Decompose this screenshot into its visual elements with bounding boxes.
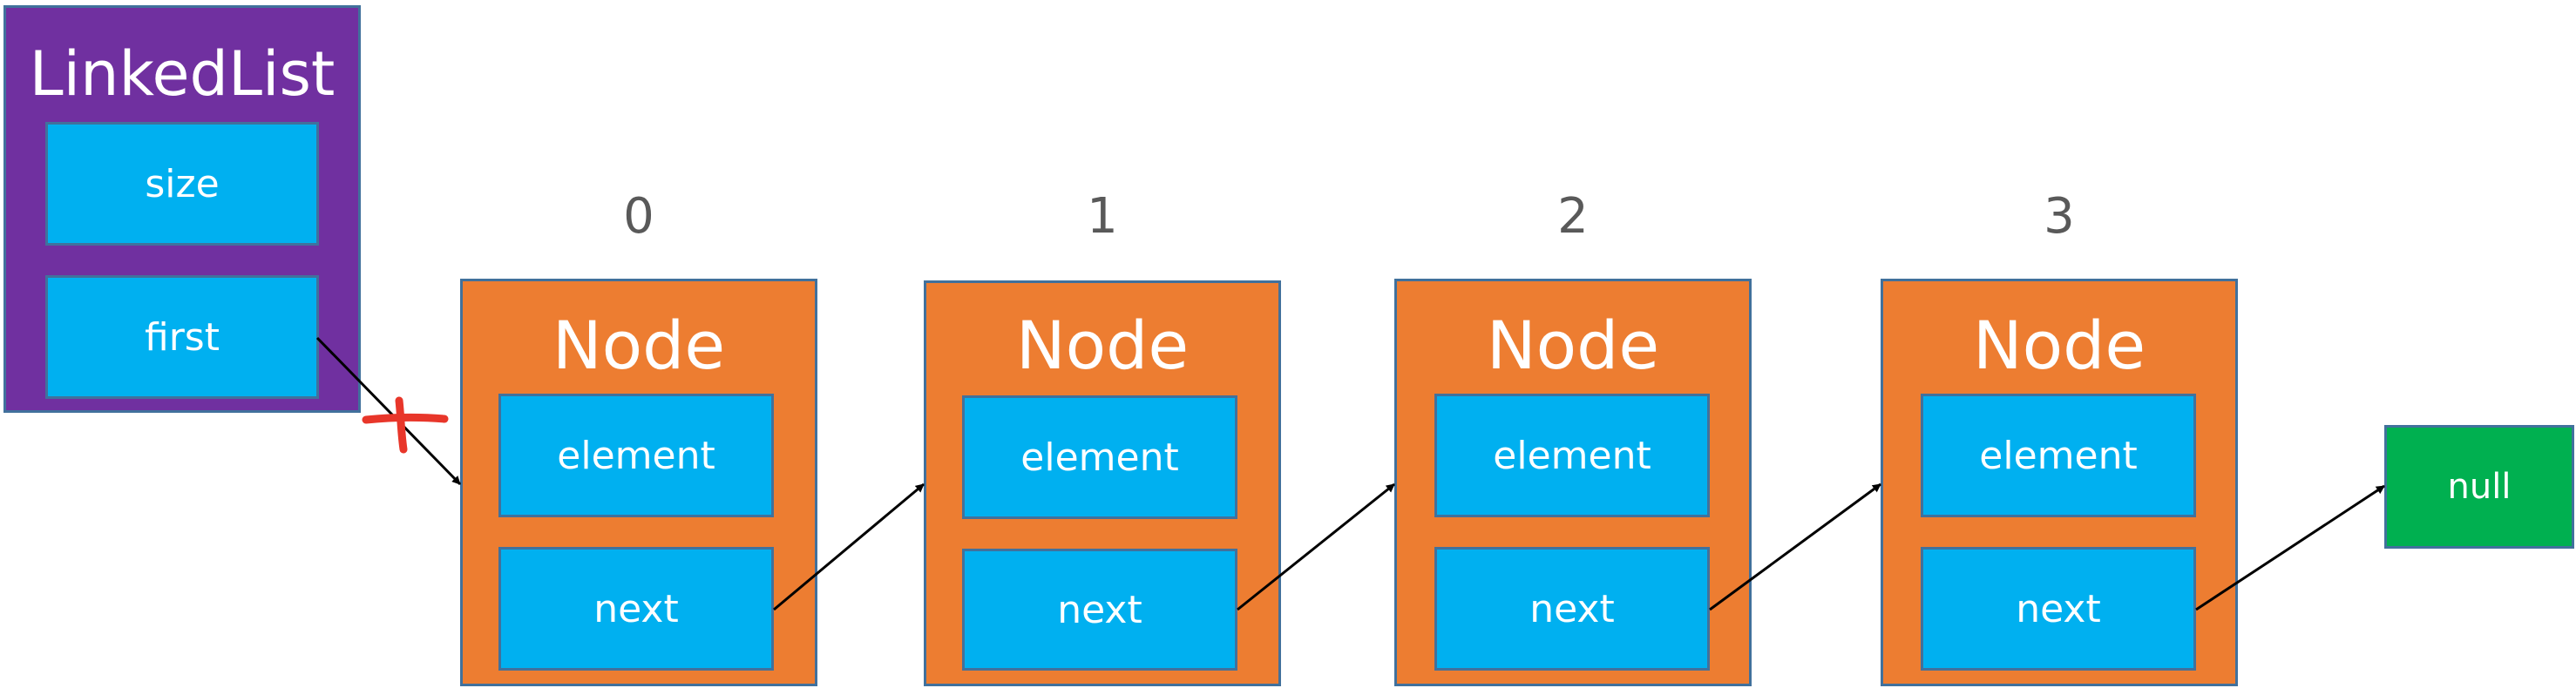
- node-3-index: 3: [2044, 188, 2075, 245]
- node-3-element-field: element: [1921, 394, 2196, 517]
- node-1-next-field: next: [962, 549, 1237, 671]
- node-0-index: 0: [623, 188, 654, 245]
- node-0-element-field: element: [498, 394, 774, 517]
- node-2-next-field: next: [1434, 547, 1710, 671]
- node-0-title: Node: [552, 307, 726, 384]
- node-2-element-field: element: [1434, 394, 1710, 517]
- linkedlist-title: LinkedList: [29, 38, 336, 110]
- null-box: null: [2384, 425, 2574, 549]
- linkedlist-size-field: size: [45, 122, 319, 246]
- node-2-title: Node: [1486, 307, 1660, 384]
- remove-mark-icon: [362, 396, 449, 454]
- linkedlist-first-field: first: [45, 275, 319, 399]
- node-1-element-field: element: [962, 395, 1237, 519]
- node-3-title: Node: [1972, 307, 2146, 384]
- node-0-next-field: next: [498, 547, 774, 671]
- node-2-index: 2: [1557, 188, 1589, 245]
- node-1-title: Node: [1015, 307, 1190, 384]
- node-3-next-field: next: [1921, 547, 2196, 671]
- node-1-index: 1: [1087, 188, 1118, 245]
